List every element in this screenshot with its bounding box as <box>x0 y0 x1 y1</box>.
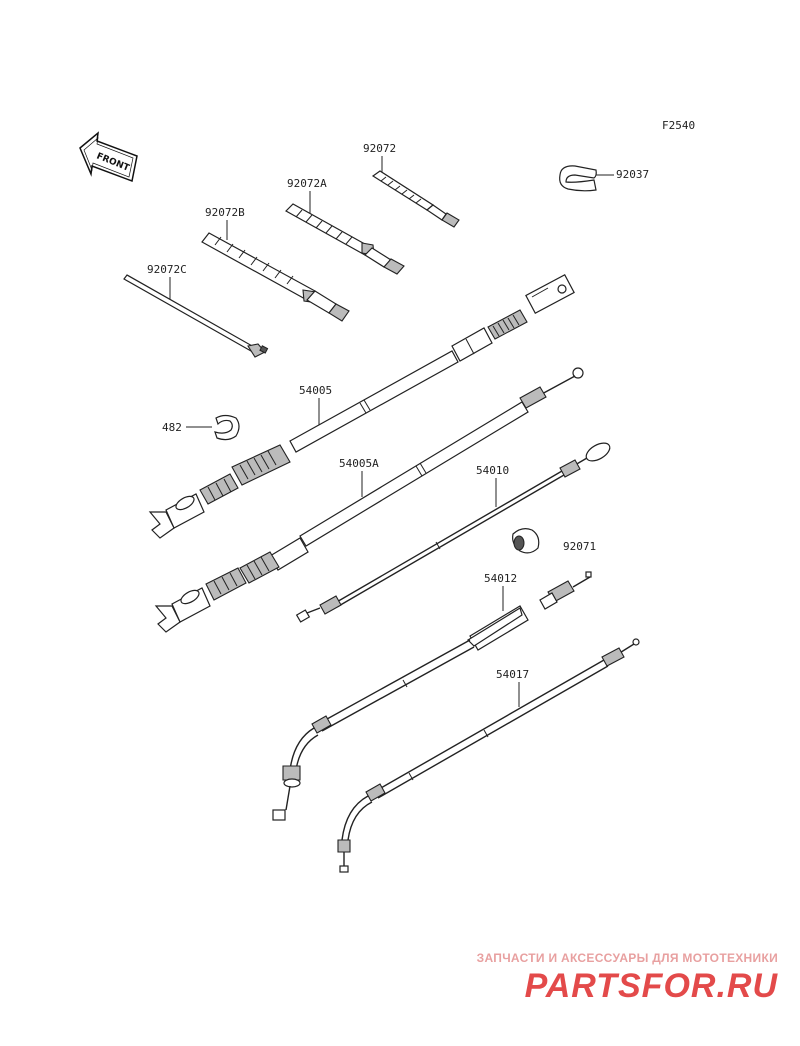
figure-code: F2540 <box>662 119 695 132</box>
watermark-tagline: ЗАПЧАСТИ И АКСЕССУАРЫ ДЛЯ МОТОТЕХНИКИ <box>476 951 778 965</box>
part-label-482: 482 <box>162 421 182 434</box>
watermark: ЗАПЧАСТИ И АКСЕССУАРЫ ДЛЯ МОТОТЕХНИКИ PA… <box>477 951 778 1006</box>
clamp-92037 <box>559 165 597 192</box>
part-label-92072b: 92072B <box>205 206 245 219</box>
part-label-92071: 92071 <box>563 540 596 553</box>
grommet-92071 <box>512 528 540 554</box>
cable-54010 <box>295 442 611 623</box>
watermark-logo: PARTSFOR.RU <box>524 967 778 1005</box>
part-label-92037: 92037 <box>616 168 649 181</box>
part-label-54010: 54010 <box>476 464 509 477</box>
cable-tie-92072a <box>285 203 405 275</box>
part-label-54005: 54005 <box>299 384 332 397</box>
cable-54005a <box>154 367 584 633</box>
cable-tie-92072b <box>201 232 350 322</box>
cable-54017 <box>337 638 640 873</box>
part-label-54012: 54012 <box>484 572 517 585</box>
clip-482 <box>214 414 240 441</box>
part-label-92072: 92072 <box>363 142 396 155</box>
part-label-54005a: 54005A <box>339 457 379 470</box>
cable-54005 <box>148 274 575 539</box>
cable-tie-92072c <box>123 274 269 358</box>
cable-54012 <box>272 571 592 821</box>
front-arrow-icon: FRONT <box>79 131 138 183</box>
part-label-54017: 54017 <box>496 668 529 681</box>
part-label-92072c: 92072C <box>147 263 187 276</box>
cable-tie-92072 <box>371 170 460 228</box>
part-label-92072a: 92072A <box>287 177 327 190</box>
